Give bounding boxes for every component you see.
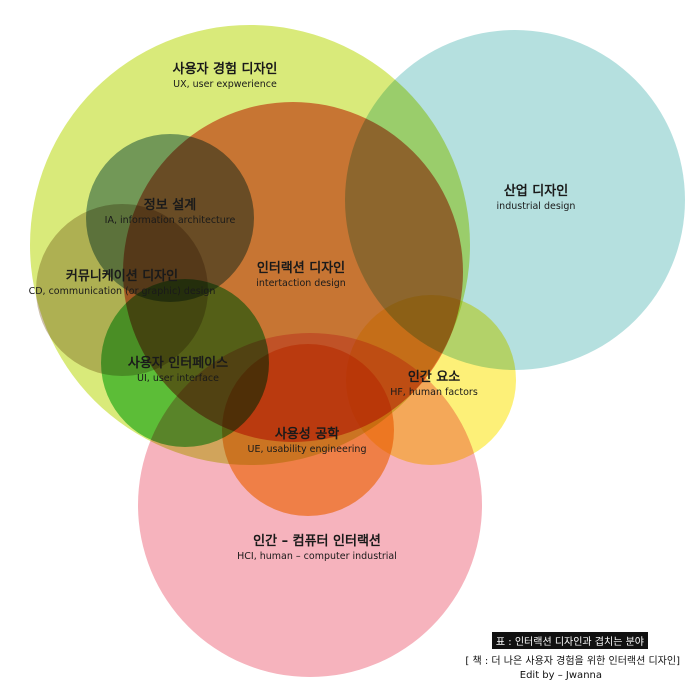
caption-title: 표 : 인터랙션 디자인과 겹치는 분야 (491, 632, 648, 649)
label-interaction-english: intertaction design (256, 278, 346, 289)
label-ia: 정보 설계 IA, information architecture (105, 197, 236, 227)
label-communication-korean: 커뮤니케이션 디자인 (65, 269, 179, 284)
label-ia-korean: 정보 설계 (143, 198, 197, 213)
label-hf: 인간 요소 HF, human factors (390, 369, 478, 399)
label-ui-korean: 사용자 인터페이스 (127, 356, 229, 371)
label-ux: 사용자 경험 디자인 UX, user expwerience (173, 61, 278, 91)
label-ux-korean: 사용자 경험 디자인 (172, 62, 278, 77)
label-communication: 커뮤니케이션 디자인 CD, communication (or graphic… (29, 268, 216, 298)
caption-credit: Edit by – Jwanna (519, 670, 602, 681)
label-ui: 사용자 인터페이스 UI, user interface (128, 355, 228, 385)
label-hci: 인간 – 컴퓨터 인터랙션 HCI, human – computer indu… (237, 533, 397, 563)
circle-usability (222, 344, 394, 516)
label-interaction-korean: 인터랙션 디자인 (256, 261, 346, 276)
label-industrial-english: industrial design (496, 201, 576, 212)
label-hf-korean: 인간 요소 (407, 370, 461, 385)
caption-source: [ 책 : 더 나은 사용자 경험을 위한 인터랙션 디자인] (465, 656, 680, 667)
label-industrial: 산업 디자인 industrial design (497, 183, 576, 213)
label-hci-english: HCI, human – computer industrial (237, 551, 397, 562)
label-ux-english: UX, user expwerience (173, 79, 277, 90)
label-ia-english: IA, information architecture (104, 215, 236, 226)
label-hf-english: HF, human factors (390, 387, 478, 398)
label-industrial-korean: 산업 디자인 (503, 184, 569, 199)
label-interaction: 인터랙션 디자인 intertaction design (256, 260, 346, 290)
label-usability-english: UE, usability engineering (247, 444, 367, 455)
label-hci-korean: 인간 – 컴퓨터 인터랙션 (253, 534, 381, 549)
label-communication-english: CD, communication (or graphic) design (28, 286, 216, 297)
label-usability: 사용성 공학 UE, usability engineering (248, 426, 367, 456)
label-ui-english: UI, user interface (137, 373, 219, 384)
label-usability-korean: 사용성 공학 (274, 427, 340, 442)
